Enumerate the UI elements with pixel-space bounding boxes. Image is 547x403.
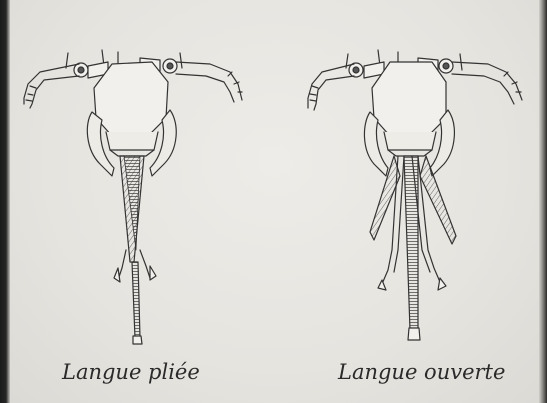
insect-head-folded-proboscis-illustration xyxy=(24,50,242,344)
insect-head-open-proboscis-illustration xyxy=(308,50,522,340)
caption-open-tongue: Langue ouverte xyxy=(338,360,505,384)
caption-folded-tongue: Langue pliée xyxy=(62,360,200,384)
